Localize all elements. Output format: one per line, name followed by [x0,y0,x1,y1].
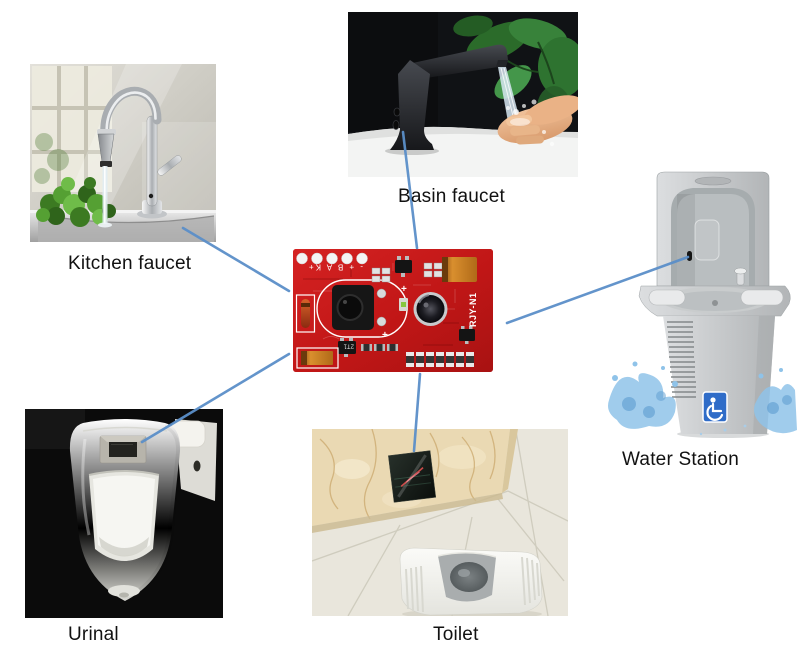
water-station-image [605,168,797,440]
kitchen-faucet-image [30,64,216,242]
window [32,66,112,192]
tantalum-capacitor [296,347,339,369]
pcb-model-marking: RJY-N1 [468,292,478,327]
transistor [459,326,475,344]
ir-receiver [332,285,387,330]
lower-cabinet [663,316,775,434]
floor-tiles [312,430,568,616]
faucet-handle [157,155,182,176]
toilet-image [312,429,568,616]
transistor [395,256,412,277]
polarity-plus-mark: + [382,330,388,341]
sensor-window [392,120,400,130]
transistor-2t1: 2T1 [338,338,356,357]
smd-resistors [361,344,474,367]
toilet-label: Toilet [433,624,479,645]
water-splash [608,361,797,436]
ir-emitter-lens [413,292,448,326]
basin-faucet-image [348,12,578,177]
pcb-pin-silkscreen: - + B A K+ [307,263,363,272]
water-splash [506,99,555,147]
urinal-label: Urinal [68,624,119,645]
sensor-window [393,107,401,117]
urinal-sensor [99,435,147,464]
wire-pads [296,252,368,265]
sensor-slot [687,251,692,261]
wheelchair-accessible-icon [702,391,728,423]
svg-text:2T1: 2T1 [343,343,354,349]
basin-sensor-faucet [385,44,520,155]
water-station-label: Water Station [622,449,739,470]
polarity-plus-mark: + [401,284,407,295]
sensor-pcb-image: - + B A K+ + + [293,249,493,372]
sensor-dot [148,193,154,199]
hands [497,95,578,145]
kitchen-faucet-label: Kitchen faucet [68,253,192,274]
urinal-image [25,409,223,618]
tantalum-capacitor [442,257,477,282]
kitchen-faucet [97,86,182,228]
flush-sensor-panel [388,450,437,503]
smd-pads [371,262,443,283]
squat-pan [399,547,543,616]
basin-faucet-label: Basin faucet [398,186,505,207]
